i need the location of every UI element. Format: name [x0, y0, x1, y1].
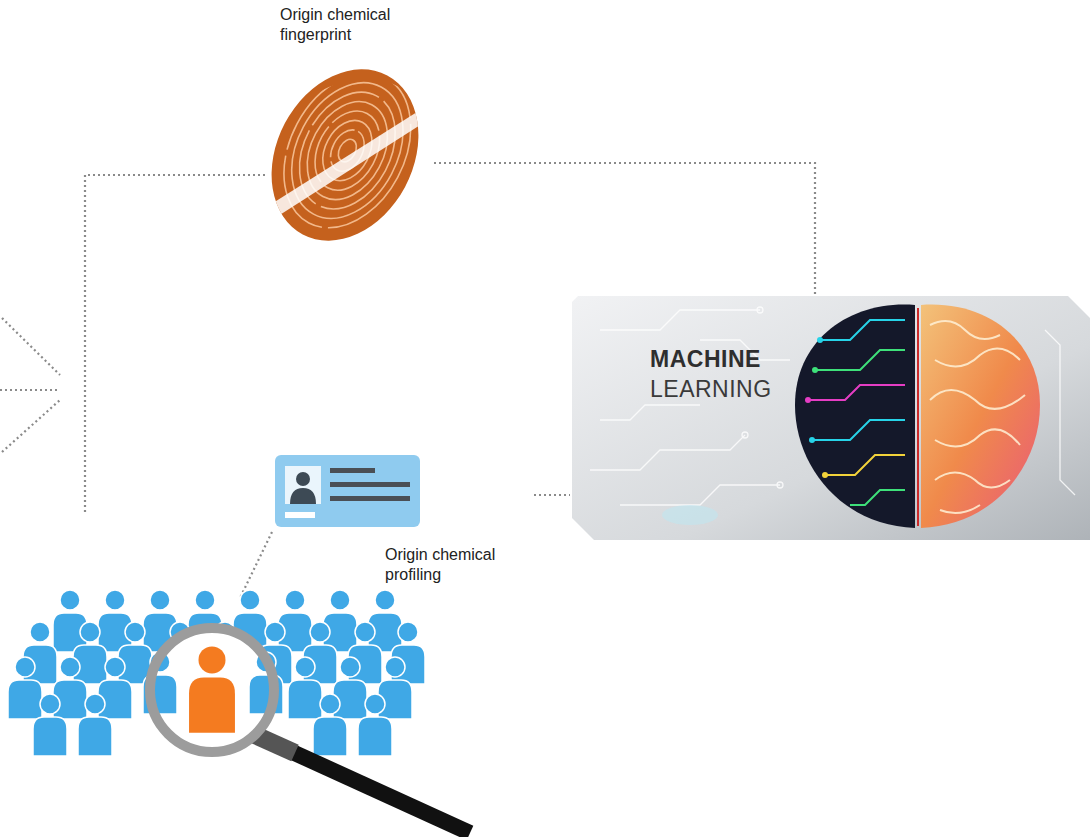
person-icon [358, 694, 392, 756]
fingerprint-node: Origin chemical fingerprint [268, 5, 434, 245]
dotted-connector [434, 163, 815, 295]
card-photo-head [296, 472, 310, 486]
person-icon [368, 590, 402, 652]
person-icon [98, 590, 132, 652]
machine-learning-image [572, 296, 1090, 540]
magnifier-collar [255, 735, 295, 753]
person-icon [313, 694, 347, 756]
brain-divider [917, 308, 919, 526]
image-subheading: LEARNING [650, 375, 772, 404]
profiling-node: Origin chemical profiling [0, 450, 534, 837]
card-body [275, 455, 420, 527]
card-bar [330, 496, 410, 501]
node-label: Origin chemical profiling [385, 545, 530, 585]
chevron-line [0, 389, 60, 391]
person-icon [33, 694, 67, 756]
crowd [8, 590, 425, 756]
image-heading: MACHINE [650, 345, 761, 374]
card-bar [330, 482, 410, 487]
person-icon [288, 657, 322, 719]
node-label: Origin chemical fingerprint [280, 5, 430, 45]
card-barcode [285, 512, 315, 518]
magnifier-ring [150, 628, 274, 752]
card-photo-body [290, 488, 316, 504]
person-icon [78, 694, 112, 756]
glow [662, 505, 718, 525]
brain-right-half [921, 305, 1040, 528]
person-icon [8, 657, 42, 719]
person-icon [323, 590, 357, 652]
machine-learning-node: MACHINELEARNING [570, 295, 1090, 540]
card-photo [285, 466, 321, 504]
chevron-line [2, 400, 60, 452]
magnifier-handle [255, 735, 470, 833]
leader-line [240, 532, 272, 598]
fingerprint-oval [243, 44, 448, 267]
person-icon [278, 590, 312, 652]
brain-folds [930, 321, 1025, 513]
fingerprint-icon [243, 44, 448, 267]
highlighted-person [189, 646, 235, 732]
id-card-icon [275, 455, 420, 527]
dotted-connector [534, 494, 570, 496]
magnifying-glass [143, 628, 470, 833]
card-bar [330, 468, 375, 473]
brain-circuits [805, 320, 905, 505]
image-panel [572, 296, 1090, 540]
brain-left-half [795, 305, 915, 528]
person-icon [73, 622, 107, 684]
chevron-line [2, 318, 60, 375]
fingerprint-ridges [259, 51, 437, 249]
person-icon [53, 590, 87, 652]
dotted-frame [0, 175, 272, 598]
fingerprint-shine [270, 110, 425, 218]
frame-line [85, 175, 265, 515]
